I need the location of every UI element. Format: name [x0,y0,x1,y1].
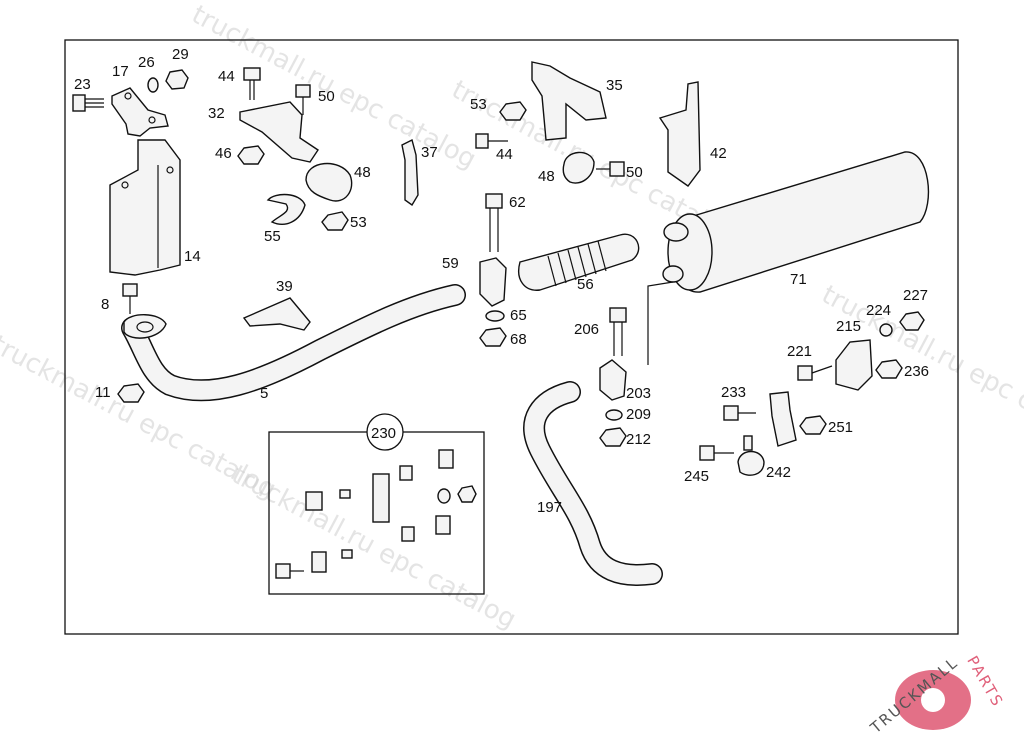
part-label: 227 [903,287,928,304]
bolt-part-23 [72,94,104,112]
part-label: 71 [790,271,807,288]
part-label: 17 [112,63,129,80]
part-label: 44 [496,146,513,163]
bolt-part-233 [723,405,756,421]
bolt-part-8 [122,283,138,314]
bolt-part-245 [699,445,734,461]
pipe-flange [123,314,167,339]
part-label: 39 [276,278,293,295]
part-label: 221 [787,343,812,360]
part-label: 14 [184,248,201,265]
part-label: 215 [836,318,861,335]
part-label: 29 [172,46,189,63]
muffler-inlet [663,222,689,242]
part-label: 212 [626,431,651,448]
bracket-part-39 [242,297,311,331]
part-label: 236 [904,363,929,380]
part-label: 245 [684,468,709,485]
part-label: 53 [470,96,487,113]
muffler-outlet [662,265,684,283]
bolt-part-221 [797,365,833,381]
bracket-part-37 [401,138,419,207]
part-label: 68 [510,331,527,348]
part-label: 8 [101,296,109,313]
washer-part-65 [485,310,505,322]
part-label: 5 [260,385,268,402]
part-label: 44 [218,68,235,85]
diagram-frame [64,39,959,635]
nut-part-46 [237,145,265,165]
part-label: 48 [538,168,555,185]
clamp-part-48 [305,162,353,202]
part-label: 233 [721,384,746,401]
nut-part-68 [479,327,507,347]
nut-part-53 [499,101,527,121]
part-label: 26 [138,54,155,71]
bracket-part-32 [239,101,319,163]
bracket-part-17 [111,87,169,137]
part-label: 197 [537,499,562,516]
washer-part-209 [605,409,623,421]
flex-pipe-ribs [547,240,607,287]
clamp-part-203 [599,359,627,401]
washer-part-26 [147,77,159,93]
part-label: 206 [574,321,599,338]
bolt-part-44 [475,133,508,149]
nut-part-53 [321,211,349,231]
nut-part-212 [599,427,627,447]
bolt-part-50 [295,84,311,115]
part-label: 23 [74,76,91,93]
part-label: 48 [354,164,371,181]
flex-pipe-part-56 [518,233,640,291]
part-label: 251 [828,419,853,436]
part-label: 35 [606,77,623,94]
bolt-part-50 [596,161,625,177]
bracket-part-35 [531,61,607,141]
part-label: 11 [95,384,111,401]
part-label: 242 [766,464,791,481]
bolt-part-62 [485,193,503,252]
part-label: 42 [710,145,727,162]
truckmall-parts-logo: TRUCKMALL PARTS [866,653,1007,738]
part-label: 37 [421,144,438,161]
kit-box-230 [268,413,485,595]
nut-part-236 [875,359,903,379]
bracket-part-42 [658,81,701,187]
part-label: 62 [509,194,526,211]
part-label: 203 [626,385,651,402]
part-label: 53 [350,214,367,231]
clamp-part-55 [266,193,306,225]
part-label: 46 [215,145,232,162]
clamp-part-59 [479,257,507,307]
nut-part-227 [899,311,925,331]
part-label: 55 [264,228,281,245]
part-label: 209 [626,406,651,423]
bolt-part-206 [609,307,627,356]
part-label: 50 [626,164,643,181]
part-number-labels: 23 17 26 29 44 32 50 46 48 53 55 14 37 5… [74,46,929,516]
bracket-part-215 [835,339,873,391]
bolt-part-44 [243,67,261,100]
washer-part-224 [879,323,893,337]
clamp-part-242 [737,450,765,476]
part-label: 59 [442,255,459,272]
part-label: 32 [208,105,225,122]
clamp-bracket [769,391,797,447]
clamp-part-48 [562,151,595,184]
nut-part-251 [799,415,827,435]
part-label: 230 [371,425,396,442]
part-label: 50 [318,88,335,105]
nut-part-29 [165,69,189,90]
heat-shield-part-14 [109,139,181,276]
part-label: 65 [510,307,527,324]
part-label: 224 [866,302,891,319]
part-label: 56 [577,276,594,293]
nut-part-11 [117,383,145,403]
